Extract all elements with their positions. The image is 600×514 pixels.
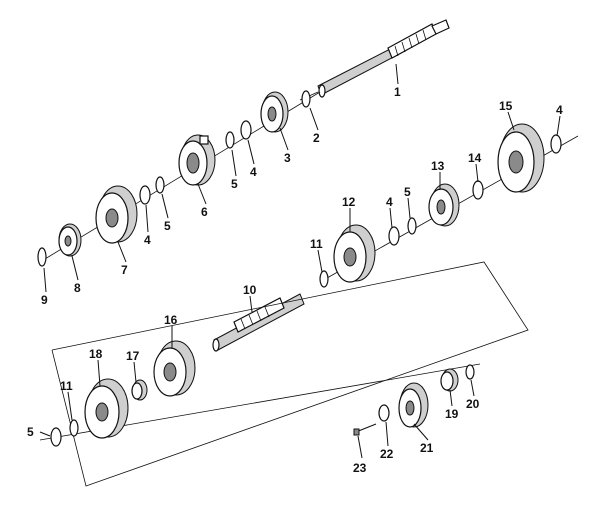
callout-12: 12	[342, 195, 356, 209]
bolt-23	[353, 423, 377, 436]
callout-7: 7	[121, 263, 128, 277]
gear-15	[497, 123, 545, 193]
callout-20: 20	[466, 397, 480, 411]
callout-4a: 4	[250, 165, 257, 179]
callout-2: 2	[313, 131, 320, 145]
washer-5c	[407, 217, 417, 235]
callout-18: 18	[89, 347, 103, 361]
callout-5a: 5	[231, 177, 238, 191]
washer-2	[301, 90, 311, 108]
callout-14: 14	[468, 151, 482, 165]
gear-12	[333, 224, 376, 283]
washer-9	[37, 247, 47, 267]
callout-15: 15	[499, 99, 513, 113]
gear-3	[260, 91, 289, 133]
washer-4a	[240, 120, 252, 140]
washer-5d	[50, 427, 62, 447]
callout-5b: 5	[164, 219, 171, 233]
callout-5c: 5	[404, 185, 411, 199]
callout-6: 6	[201, 205, 208, 219]
washer-5b	[155, 176, 165, 194]
gear-7	[95, 185, 138, 244]
spacer-19	[440, 368, 459, 392]
washer-4d	[388, 226, 400, 246]
callout-19: 19	[445, 407, 459, 421]
callout-13: 13	[431, 159, 445, 173]
gear-8	[58, 223, 82, 257]
counter-shaft	[212, 293, 305, 352]
callout-4b: 4	[144, 233, 151, 247]
washer-4b	[139, 185, 151, 205]
main-shaft	[299, 19, 450, 101]
callout-8: 8	[74, 281, 81, 295]
washer-14	[472, 180, 484, 200]
callout-23: 23	[353, 461, 367, 475]
callout-21: 21	[420, 441, 434, 455]
callout-4c: 4	[556, 103, 563, 117]
callout-4d: 4	[386, 195, 393, 209]
plate-22	[378, 404, 390, 422]
callout-22: 22	[380, 447, 394, 461]
callout-16: 16	[164, 313, 178, 327]
sprocket-21	[398, 382, 429, 428]
callout-labels: 1 2 3 4 5 6 5 4 7 8 9 15 4 14 13 5 4 12 …	[27, 85, 563, 475]
leader-lines	[39, 63, 561, 459]
callout-11a: 11	[310, 237, 323, 251]
gear-13	[428, 183, 460, 227]
callout-10: 10	[243, 283, 257, 297]
callout-5d: 5	[27, 425, 34, 439]
washer-11a	[319, 270, 329, 288]
gear-6	[178, 134, 216, 186]
gear-16	[153, 340, 196, 397]
callout-9: 9	[41, 293, 48, 307]
oring-20	[465, 364, 475, 380]
group-frame	[51, 261, 529, 487]
callout-17: 17	[126, 349, 140, 363]
callout-1: 1	[394, 85, 401, 99]
gear-18	[84, 378, 129, 439]
bushing-17	[131, 379, 148, 401]
callout-11b: 11	[60, 379, 73, 393]
washer-11b	[69, 419, 79, 437]
washer-5a	[225, 131, 235, 149]
washer-4c	[550, 134, 562, 154]
callout-3: 3	[284, 151, 291, 165]
